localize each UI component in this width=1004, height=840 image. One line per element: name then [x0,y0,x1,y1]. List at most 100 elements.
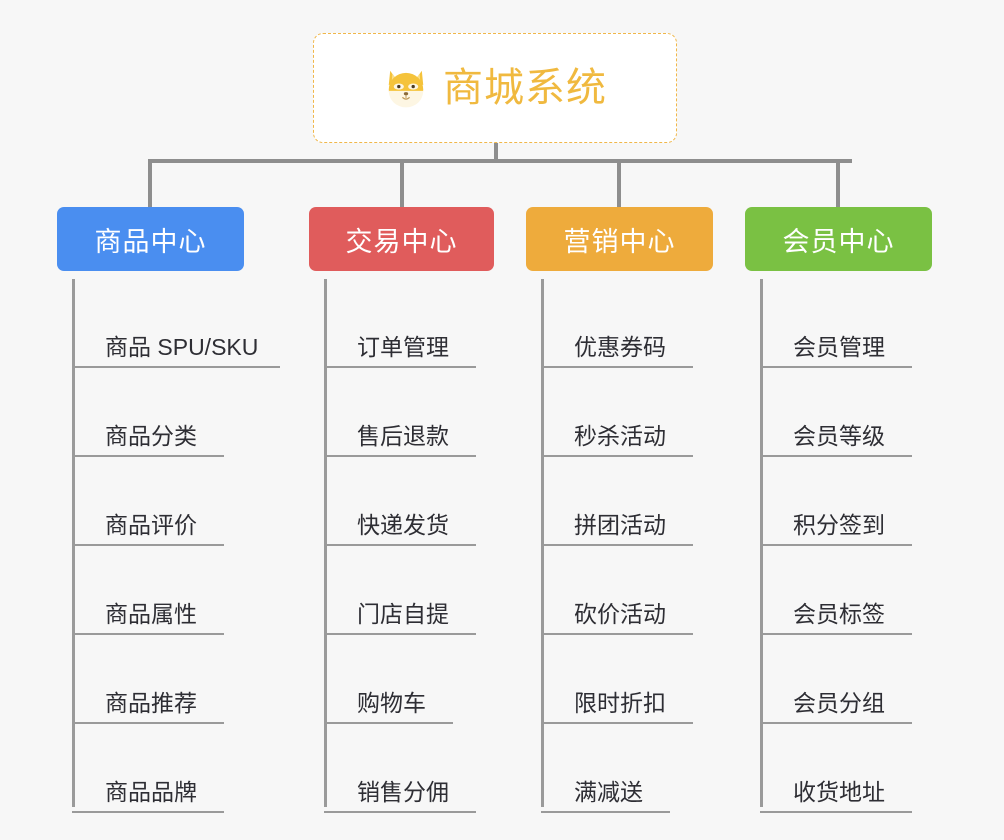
leaf-rule [324,455,476,457]
connector-stem [494,143,498,163]
leaf-item[interactable]: 收货地址 [760,724,990,813]
category-header-label-4: 会员中心 [782,226,895,257]
leaf-item[interactable]: 门店自提 [324,546,554,635]
leaf-rule [760,633,912,635]
leaf-rule [541,811,670,813]
leaf-label: 会员标签 [793,601,885,627]
leaf-item[interactable]: 商品品牌 [72,724,302,813]
leaf-item[interactable]: 砍价活动 [541,546,771,635]
leaf-label: 销售分佣 [357,779,449,805]
leaf-rule [760,722,912,724]
leaf-rule [324,633,476,635]
leaf-rule [541,544,693,546]
branch-column-4: 会员中心 会员管理 会员等级 积分签到 会员标签 会员分组 [745,207,932,813]
leaf-label: 收货地址 [793,779,885,805]
connector-drop-1 [148,159,152,209]
leaf-label: 售后退款 [357,423,449,449]
leaf-item[interactable]: 商品 SPU/SKU [72,279,302,368]
leaf-item[interactable]: 订单管理 [324,279,554,368]
leaf-rule [541,722,693,724]
leaf-list-4: 会员管理 会员等级 积分签到 会员标签 会员分组 收货地址 [760,279,990,813]
category-header-3[interactable]: 营销中心 [526,207,713,271]
leaf-item[interactable]: 购物车 [324,635,554,724]
leaf-item[interactable]: 会员分组 [760,635,990,724]
leaf-rule [72,366,280,368]
leaf-label: 商品分类 [105,423,197,449]
leaf-rule [72,544,224,546]
connector-drop-3 [617,159,621,209]
leaf-label: 限时折扣 [574,690,666,716]
leaf-item[interactable]: 商品推荐 [72,635,302,724]
leaf-list-1: 商品 SPU/SKU 商品分类 商品评价 商品属性 商品推荐 商品品牌 [72,279,302,813]
category-header-2[interactable]: 交易中心 [309,207,494,271]
leaf-rule [72,455,224,457]
leaf-label: 购物车 [357,690,426,716]
leaf-item[interactable]: 商品分类 [72,368,302,457]
leaf-label: 拼团活动 [574,512,666,538]
leaf-rule [541,366,693,368]
leaf-label: 秒杀活动 [574,423,666,449]
leaf-item[interactable]: 商品属性 [72,546,302,635]
connector-drop-2 [400,159,404,209]
leaf-list-2: 订单管理 售后退款 快递发货 门店自提 购物车 销售分佣 [324,279,554,813]
leaf-item[interactable]: 快递发货 [324,457,554,546]
category-header-4[interactable]: 会员中心 [745,207,932,271]
leaf-rule [72,811,224,813]
root-node[interactable]: 商城系统 [313,33,677,143]
category-header-label-1: 商品中心 [94,226,207,257]
leaf-label: 砍价活动 [574,601,666,627]
leaf-label: 优惠券码 [574,334,666,360]
leaf-label: 商品品牌 [105,779,197,805]
leaf-rule [760,544,912,546]
leaf-item[interactable]: 会员标签 [760,546,990,635]
category-header-label-2: 交易中心 [345,226,458,257]
leaf-item[interactable]: 拼团活动 [541,457,771,546]
leaf-item[interactable]: 商品评价 [72,457,302,546]
leaf-item[interactable]: 积分签到 [760,457,990,546]
leaf-item[interactable]: 满减送 [541,724,771,813]
leaf-item[interactable]: 会员管理 [760,279,990,368]
category-header-1[interactable]: 商品中心 [57,207,244,271]
leaf-label: 会员等级 [793,423,885,449]
branch-spine-1 [72,279,75,807]
leaf-rule [760,811,912,813]
leaf-label: 快递发货 [357,512,449,538]
shiba-dog-emoji [388,70,424,108]
leaf-label: 会员分组 [793,690,885,716]
leaf-item[interactable]: 销售分佣 [324,724,554,813]
connector-bus [148,159,852,163]
leaf-label: 订单管理 [357,334,449,360]
leaf-label: 商品评价 [105,512,197,538]
leaf-rule [324,811,476,813]
leaf-item[interactable]: 售后退款 [324,368,554,457]
leaf-rule [760,455,912,457]
leaf-rule [760,366,912,368]
leaf-item[interactable]: 会员等级 [760,368,990,457]
leaf-rule [324,366,476,368]
leaf-rule [324,722,453,724]
leaf-rule [72,633,224,635]
leaf-label: 商品推荐 [105,690,197,716]
branch-column-2: 交易中心 订单管理 售后退款 快递发货 门店自提 购物车 [309,207,494,813]
leaf-label: 门店自提 [357,601,449,627]
root-title: 商城系统 [443,66,607,110]
leaf-rule [541,455,693,457]
branch-spine-4 [760,279,763,807]
branch-column-1: 商品中心 商品 SPU/SKU 商品分类 商品评价 商品属性 商品推荐 [57,207,280,813]
leaf-list-3: 优惠券码 秒杀活动 拼团活动 砍价活动 限时折扣 满减送 [541,279,771,813]
leaf-label: 积分签到 [793,512,885,538]
connector-drop-4 [836,159,840,209]
category-header-label-3: 营销中心 [563,226,676,257]
leaf-item[interactable]: 限时折扣 [541,635,771,724]
leaf-label: 会员管理 [793,334,885,360]
branch-spine-2 [324,279,327,807]
leaf-rule [324,544,476,546]
leaf-rule [72,722,224,724]
leaf-item[interactable]: 优惠券码 [541,279,771,368]
branch-column-3: 营销中心 优惠券码 秒杀活动 拼团活动 砍价活动 限时折扣 [526,207,713,813]
leaf-label: 满减送 [574,779,643,805]
branch-spine-3 [541,279,544,807]
leaf-item[interactable]: 秒杀活动 [541,368,771,457]
leaf-label: 商品属性 [105,601,197,627]
